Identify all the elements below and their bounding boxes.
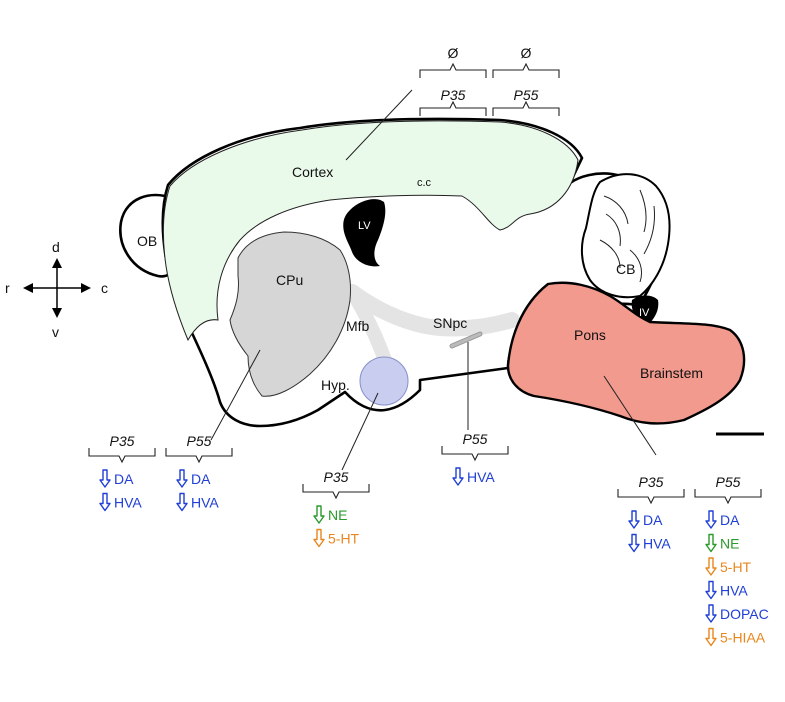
decrease-arrow-icon [99,492,111,512]
age-label: P55 [463,431,488,447]
decrease-arrow-icon [176,469,188,488]
hyp-label: Hyp. [321,377,350,393]
decrease-arrow-icon [313,528,325,548]
measure-label: HVA [643,536,671,552]
orientation-cross: d v r c [5,239,108,340]
measure-label: HVA [191,495,219,511]
decrease-arrow-icon [99,469,111,488]
age-label: P55 [716,474,741,490]
cerebellum-folia [599,189,655,283]
mfb-label: Mfb [346,318,370,334]
bracket [694,489,762,505]
cc-label: c.c [417,177,432,189]
decrease-arrow-icon [628,533,640,553]
age-label: P55 [514,87,539,103]
hyp-leader-line [341,392,379,471]
measure-label: 5-HIAA [720,630,766,646]
bracket [617,489,685,505]
bracket [441,446,509,462]
measure-label: DA [643,512,663,528]
bracket [492,62,560,78]
pons-label: Pons [574,327,606,343]
cpu-label: CPu [276,272,303,288]
brainstem-label: Brainstem [640,365,703,381]
cerebellum [580,173,671,299]
no-change-symbol: Ø [521,45,532,61]
decrease-arrow-icon [705,580,717,600]
dorsal-label: d [52,239,60,255]
measure-label: HVA [467,469,495,485]
measure-label: DA [720,512,740,528]
hypothalamus-region [359,356,409,406]
ventral-label: v [52,324,59,340]
decrease-arrow-icon [705,627,717,647]
brainstem-leader-line [603,375,657,456]
age-label: P35 [324,469,349,485]
measure-label: HVA [114,495,142,511]
measure-label: NE [720,536,739,552]
brainstem-region [506,281,746,425]
bracket [302,484,370,500]
measure-label: DA [114,471,134,487]
bracket [419,100,487,116]
ob-label: OB [137,233,157,249]
measure-label: HVA [720,583,748,599]
decrease-arrow-icon [452,467,464,486]
decrease-arrow-icon [705,604,717,623]
age-label: P35 [639,474,664,490]
age-label: P35 [441,87,466,103]
decrease-arrow-icon [705,557,717,576]
measure-label: DA [191,471,211,487]
cb-label: CB [616,261,635,277]
no-change-symbol: Ø [448,45,459,61]
cortex-region [162,120,579,342]
measure-label: DOPAC [720,606,769,622]
caudal-label: c [101,280,108,296]
age-label: P55 [187,433,212,449]
decrease-arrow-icon [705,510,717,529]
rostral-label: r [5,280,10,296]
lv-label: LV [358,220,371,232]
snpc-region-outline [450,332,482,348]
measure-label: NE [328,507,347,523]
decrease-arrow-icon [176,492,188,512]
decrease-arrow-icon [705,533,717,553]
cortex-label: Cortex [292,164,333,180]
bracket [492,100,560,116]
lateral-ventricle [343,199,386,267]
snpc-label: SNpc [433,315,467,331]
cpu-leader-line [210,349,261,441]
bracket [419,62,487,78]
bracket [88,448,156,464]
mfb-band [344,284,520,337]
iv-label: IV [639,307,650,319]
decrease-arrow-icon [313,505,325,524]
cpu-region [229,231,351,397]
age-label: P35 [110,433,135,449]
measure-label: 5-HT [328,531,360,547]
measure-label: 5-HT [720,559,752,575]
bracket [165,448,233,464]
cortex-leader-line [345,89,413,161]
decrease-arrow-icon [628,510,640,529]
